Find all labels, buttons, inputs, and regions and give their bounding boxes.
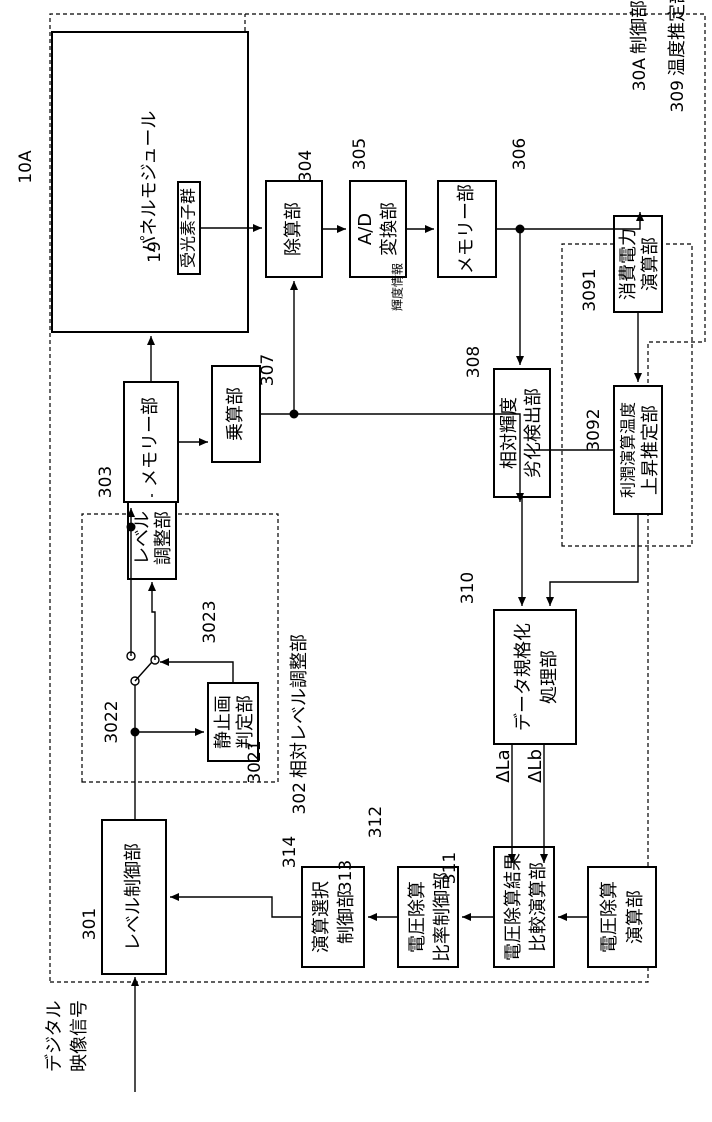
- control-unit-label: 制御部: [629, 0, 650, 54]
- level-adjust-group-ref: 302: [290, 782, 310, 814]
- divider-ref: 304: [296, 150, 316, 182]
- power-calc-ref: 3091: [580, 268, 600, 311]
- volt-div-calc-ref: 311: [440, 852, 460, 884]
- ad-converter-line2: 変換部: [379, 202, 400, 256]
- normalize-line1: データ規格化: [513, 623, 534, 731]
- degradation-line1: 相対輝度: [499, 397, 520, 469]
- delta-b-label: ΔLb: [525, 749, 546, 783]
- compare-calc-ref: 312: [366, 806, 386, 838]
- memory-a-label: メモリー部: [140, 397, 161, 487]
- ratio-control-ref: 313: [336, 860, 356, 892]
- power-calc-line2: 演算部: [640, 237, 661, 291]
- level-adjuster-line2: 調整部: [153, 511, 174, 565]
- panel-ref: 10A: [16, 150, 36, 184]
- light-sensor-ref: 19: [145, 241, 165, 263]
- temp-rise-ref: 3092: [584, 408, 604, 451]
- temp-rise-line1: 利潤演算温度: [619, 402, 638, 498]
- temp-unit-label: 温度推定部: [667, 0, 688, 76]
- switch-blade: [135, 662, 152, 681]
- input-signal-line2: 映像信号: [69, 1000, 90, 1072]
- input-signal-line1: デジタル: [44, 1000, 65, 1072]
- still-judge-line1: 静止画: [213, 695, 234, 749]
- temp-unit-ref: 309: [668, 80, 688, 112]
- temp-rise-line2: 上昇推定部: [640, 405, 661, 495]
- multiplier-ref: 307: [258, 354, 278, 386]
- temp-to-normalize: [550, 514, 638, 606]
- ad-converter-line1: A/D: [355, 213, 376, 245]
- switch-ref: 3022: [102, 700, 122, 743]
- light-sensor-label: 受光素子群: [179, 188, 198, 268]
- divider-label: 除算部: [283, 202, 304, 256]
- multiplier-to-degradation: [294, 414, 520, 502]
- still-judge-to-switch: [160, 662, 233, 683]
- ratio-control-line2: 比率制御部: [432, 872, 453, 962]
- memory-b-label: メモリー部: [456, 184, 477, 274]
- level-adjuster-line1: レベル: [132, 511, 153, 565]
- op-select-ref: 314: [280, 836, 300, 868]
- volt-div-calc-line1: 電圧除算: [599, 881, 620, 953]
- power-calc-line1: 消費電力: [618, 228, 639, 300]
- memory-a-ref: 303: [96, 466, 116, 498]
- op-select-line2: 制御部: [336, 890, 357, 944]
- memory-b-ref: 306: [510, 138, 530, 170]
- normalize-ref: 310: [458, 572, 478, 604]
- luminance-info-label: 輝度情報: [390, 263, 405, 311]
- delta-a-label: ΔLa: [493, 749, 514, 782]
- normalize-line2: 処理部: [539, 650, 560, 704]
- switch-to-level-adjuster: [152, 582, 155, 660]
- degradation-line2: 劣化検出部: [523, 388, 544, 478]
- level-control-label: レベル制御部: [123, 843, 144, 951]
- op-select-line1: 演算選択: [311, 881, 332, 953]
- level-adjust-group-label: 相対レベル調整部: [289, 634, 310, 778]
- ratio-control-line1: 電圧除算: [407, 881, 428, 953]
- level-control-ref: 301: [80, 908, 100, 940]
- volt-div-calc-line2: 演算部: [625, 890, 646, 944]
- degradation-ref: 308: [464, 346, 484, 378]
- panel-module-label: パネルモジュール: [139, 111, 160, 254]
- compare-calc-line1: 電圧除算結果: [503, 853, 524, 961]
- ad-converter-ref: 305: [350, 138, 370, 170]
- level-adjuster-ref: 3023: [200, 600, 220, 643]
- compare-calc-line2: 比較演算部: [528, 862, 549, 952]
- multiplier-label: 乗算部: [225, 387, 246, 441]
- still-judge-ref: 3021: [245, 740, 265, 783]
- op-select-to-level-control: [170, 897, 302, 917]
- normalize-box: [494, 610, 576, 744]
- control-unit-ref: 30A: [630, 58, 650, 92]
